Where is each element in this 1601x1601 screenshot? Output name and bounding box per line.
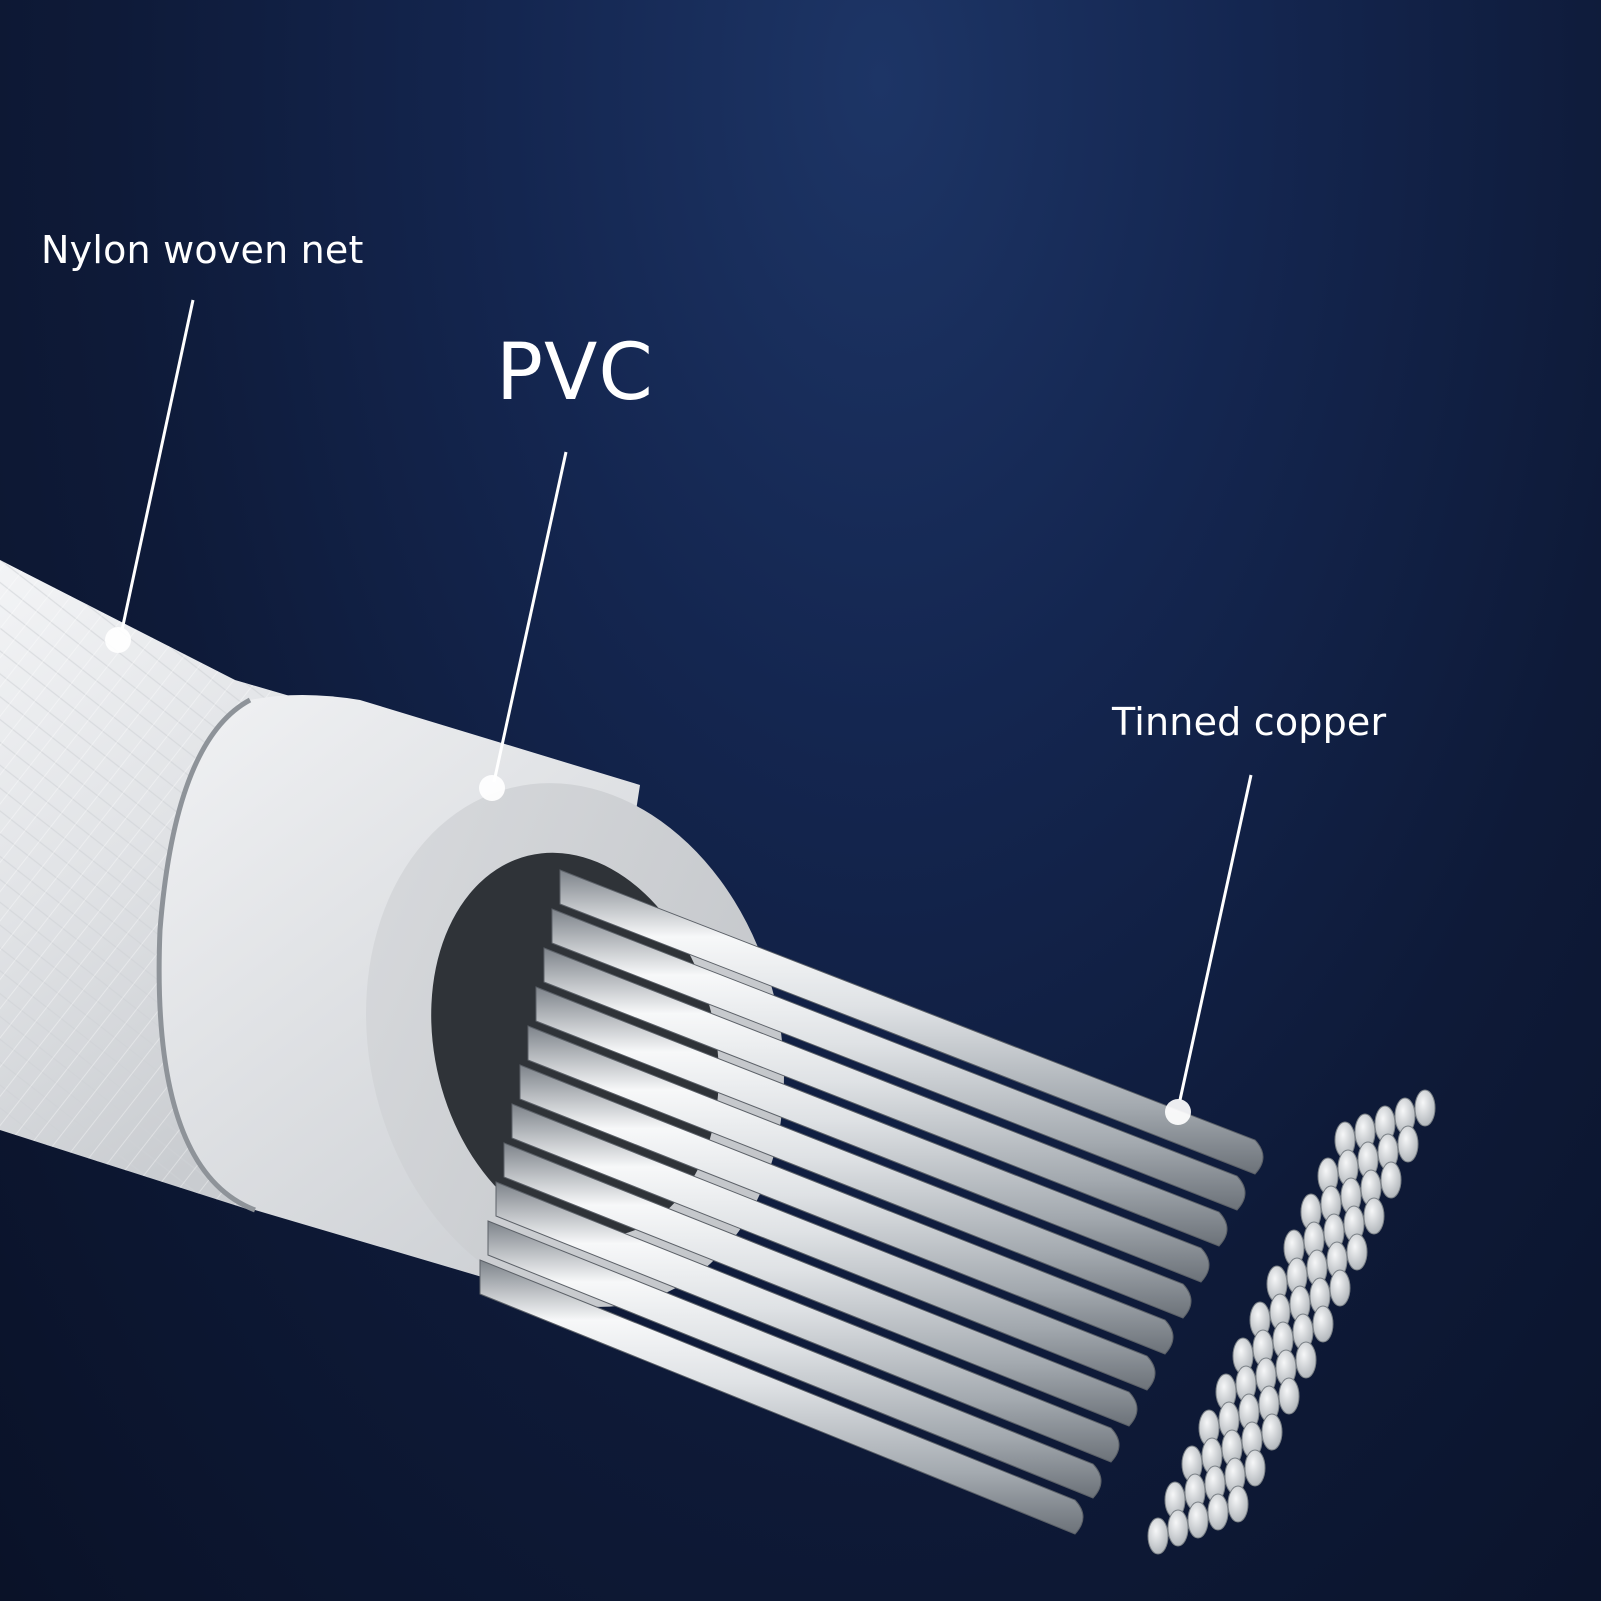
- copper-strand: [487, 1220, 1102, 1499]
- strand-end: [1207, 1493, 1229, 1531]
- strand-end: [1363, 1197, 1385, 1235]
- strand-end: [1227, 1485, 1249, 1523]
- strand-end: [1312, 1305, 1334, 1343]
- copper-strand: [519, 1064, 1174, 1355]
- strand-end: [1147, 1517, 1169, 1555]
- copper-strand: [551, 908, 1246, 1211]
- label-tinned-copper: Tinned copper: [1112, 700, 1387, 744]
- tinned-copper-strands: [479, 869, 1264, 1535]
- copper-strand: [543, 947, 1228, 1247]
- copper-strand: [479, 1259, 1084, 1535]
- copper-strand: [495, 1181, 1120, 1463]
- copper-strand: [527, 1025, 1192, 1319]
- leader-nylon: [105, 299, 195, 653]
- strand-end: [1167, 1509, 1189, 1547]
- strand-end: [1278, 1377, 1300, 1415]
- label-nylon-woven-net: Nylon woven net: [41, 228, 364, 272]
- strand-end: [1244, 1449, 1266, 1487]
- strand-end: [1187, 1501, 1209, 1539]
- copper-strand: [503, 1142, 1138, 1427]
- copper-strand: [535, 986, 1210, 1283]
- strand-end-faces: [1147, 1089, 1436, 1555]
- strand-end: [1346, 1233, 1368, 1271]
- leader-copper: [1165, 774, 1253, 1125]
- label-pvc: PVC: [496, 328, 654, 418]
- strand-end: [1261, 1413, 1283, 1451]
- copper-strand: [511, 1103, 1156, 1391]
- copper-strand: [559, 869, 1264, 1175]
- strand-end: [1397, 1125, 1419, 1163]
- strand-end: [1295, 1341, 1317, 1379]
- strand-end: [1414, 1089, 1436, 1127]
- leader-pvc: [479, 451, 568, 801]
- strand-end: [1380, 1161, 1402, 1199]
- strand-end: [1329, 1269, 1351, 1307]
